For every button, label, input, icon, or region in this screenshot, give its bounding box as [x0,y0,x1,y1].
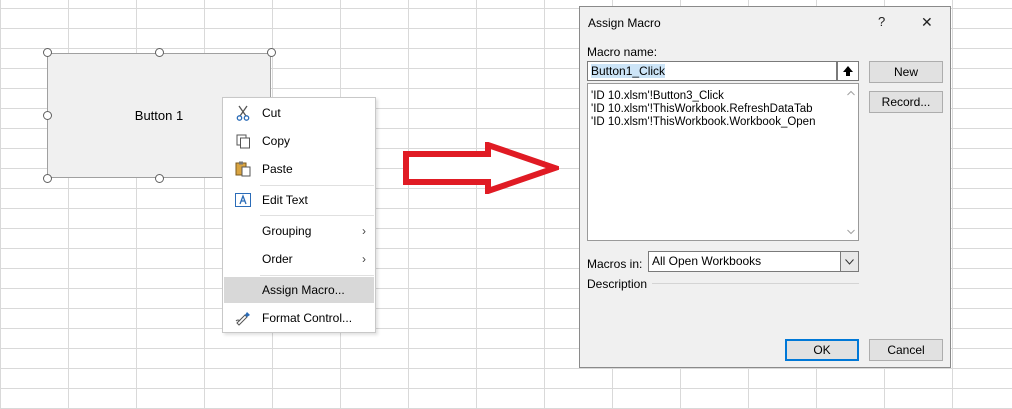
resize-handle-top-right[interactable] [267,48,276,57]
resize-handle-top-center[interactable] [155,48,164,57]
menu-item-label: Format Control... [262,311,353,325]
menu-item-copy[interactable]: Copy [224,128,374,154]
assign-macro-dialog: Assign Macro ? ✕ Macro name: Button1_Cli… [579,6,951,368]
menu-item-paste[interactable]: Paste [224,156,374,182]
list-item[interactable]: 'ID 10.xlsm'!ThisWorkbook.Workbook_Open [591,116,816,128]
macro-name-input[interactable]: Button1_Click [587,61,837,81]
record-button[interactable]: Record... [869,91,943,113]
menu-item-assign-macro[interactable]: Assign Macro... [224,277,374,303]
menu-item-order[interactable]: Order › [224,246,374,272]
paste-icon [224,161,262,177]
help-icon[interactable]: ? [878,14,886,29]
close-icon[interactable]: ✕ [921,14,933,30]
form-button-label: Button 1 [134,108,184,123]
menu-item-label: Assign Macro... [262,283,345,297]
list-item[interactable]: 'ID 10.xlsm'!ThisWorkbook.RefreshDataTab [591,103,813,115]
menu-item-label: Paste [262,162,293,176]
chevron-right-icon: › [362,252,366,266]
ok-button[interactable]: OK [785,339,859,361]
menu-item-label: Order [262,252,293,266]
resize-handle-top-left[interactable] [43,48,52,57]
description-label: Description [587,277,648,291]
scroll-down-icon[interactable] [847,229,855,235]
menu-separator [260,185,374,186]
menu-item-cut[interactable]: Cut [224,100,374,126]
dialog-title: Assign Macro [588,16,661,30]
up-arrow-icon [843,66,853,76]
collapse-dialog-button[interactable] [837,61,859,81]
menu-item-label: Grouping [262,224,312,238]
list-item[interactable]: 'ID 10.xlsm'!Button3_Click [591,90,724,102]
red-arrow-icon [403,142,559,194]
macro-name-label: Macro name: [587,45,658,59]
macros-in-select[interactable]: All Open Workbooks [648,251,859,272]
resize-handle-middle-left[interactable] [43,111,52,120]
macros-in-label: Macros in: [587,257,643,271]
menu-item-grouping[interactable]: Grouping › [224,218,374,244]
macros-in-value: All Open Workbooks [652,254,762,268]
menu-item-label: Copy [262,134,291,148]
menu-item-label: Cut [262,106,281,120]
chevron-down-icon[interactable] [840,252,858,271]
menu-separator [260,275,374,276]
menu-item-edit-text[interactable]: Edit Text [224,187,374,213]
resize-handle-bottom-left[interactable] [43,174,52,183]
new-button[interactable]: New [869,61,943,83]
vertical-scrollbar[interactable] [843,84,858,240]
macro-name-value: Button1_Click [591,64,666,78]
menu-separator [260,215,374,216]
macro-list[interactable]: 'ID 10.xlsm'!Button3_Click 'ID 10.xlsm'!… [587,83,859,241]
copy-icon [224,134,262,149]
resize-handle-bottom-center[interactable] [155,174,164,183]
description-divider [652,283,859,284]
format-control-icon [224,310,262,326]
chevron-right-icon: › [362,224,366,238]
edit-text-icon [224,193,262,207]
menu-item-label: Edit Text [262,193,308,207]
menu-item-format-control[interactable]: Format Control... [224,305,374,331]
scissors-icon [224,105,262,121]
scroll-up-icon[interactable] [847,90,855,96]
context-menu: Cut Copy Paste Edit Text Grouping › Orde… [222,97,376,333]
cancel-button[interactable]: Cancel [869,339,943,361]
